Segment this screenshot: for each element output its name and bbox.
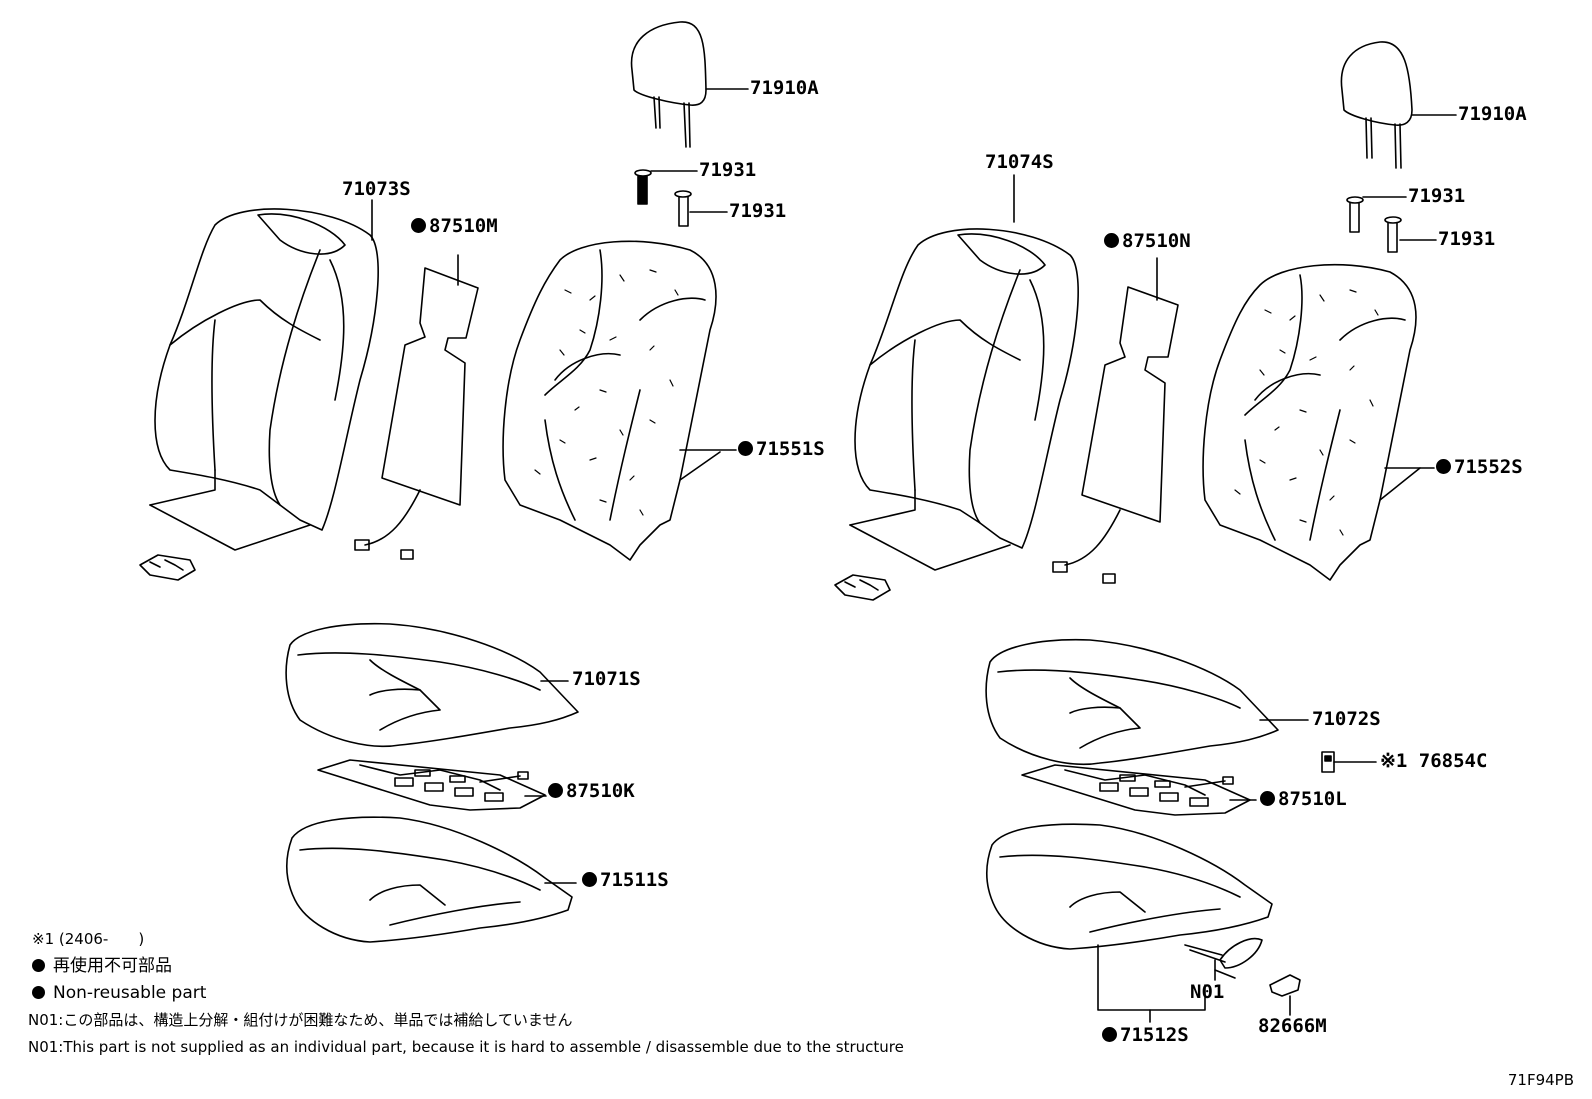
callout-back-heater-right: 87510N (1104, 232, 1191, 251)
cushion-pad-right-drawing (985, 823, 1273, 1023)
callout-back-heater-left: 87510M (411, 217, 498, 236)
non-reusable-dot (411, 218, 426, 233)
cushion-pad-left-drawing (285, 816, 577, 943)
non-reusable-dot (32, 959, 45, 972)
non-reusable-dot (548, 783, 563, 798)
non-reusable-dot (1436, 459, 1451, 474)
legend-note1: ※1 (2406- ) (32, 930, 145, 948)
non-reusable-dot (738, 441, 753, 456)
headrest-right-drawing (1340, 41, 1457, 169)
legend-non-reusable-jp: 再使用不可部品 (32, 958, 172, 975)
non-reusable-dot (1102, 1027, 1117, 1042)
cushion-cover-right-drawing (985, 638, 1309, 766)
callout-sensor-right: ※1 76854C (1380, 750, 1488, 772)
callout-cushion-pad-left: 71511S (582, 871, 669, 890)
non-reusable-dot (582, 872, 597, 887)
callout-support-right-1: 71931 (1408, 185, 1466, 207)
callout-headrest-left: 71910A (750, 77, 819, 99)
seatback-heater-right-drawing (1052, 257, 1179, 584)
bracket-left-drawing (139, 554, 196, 581)
clip-right-drawing (1269, 974, 1301, 1016)
callout-back-pad-left: 71551S (738, 440, 825, 459)
callout-cushion-cover-left: 71071S (572, 668, 641, 690)
legend-n01-en: N01:This part is not supplied as an indi… (28, 1038, 904, 1056)
seatback-pad-left-drawing (502, 240, 737, 561)
non-reusable-dot (1260, 791, 1275, 806)
callout-support-right-2: 71931 (1438, 228, 1496, 250)
cushion-heater-right-drawing (1021, 764, 1257, 816)
headrest-left-drawing (630, 21, 749, 148)
seatback-heater-left-drawing (354, 254, 479, 560)
seatback-cover-right-drawing (849, 174, 1079, 571)
n01-parts-right-drawing (1184, 938, 1263, 981)
callout-support-left-2: 71931 (729, 200, 787, 222)
seatback-pad-right-drawing (1202, 263, 1435, 581)
callout-back-pad-right: 71552S (1436, 458, 1523, 477)
callout-cushion-cover-right: 71072S (1312, 708, 1381, 730)
callout-support-left-1: 71931 (699, 159, 757, 181)
callout-clip-right: 82666M (1258, 1015, 1327, 1037)
headrest-supports-right-drawing (1346, 196, 1437, 253)
headrest-supports-left-drawing (634, 169, 728, 227)
callout-back-cover-left: 71073S (342, 178, 411, 200)
cushion-cover-left-drawing (285, 622, 579, 748)
callout-cushion-pad-right: 71512S (1102, 1026, 1189, 1045)
cushion-heater-left-drawing (317, 759, 547, 811)
callout-cushion-heater-left: 87510K (548, 782, 635, 801)
callout-headrest-right: 71910A (1458, 103, 1527, 125)
callout-n01: N01 (1190, 981, 1225, 1003)
seatback-cover-left-drawing (149, 199, 379, 551)
legend-n01-jp: N01:この部品は、構造上分解・組付けが困難なため、単品では補給していません (28, 1011, 573, 1029)
sensor-right-drawing (1321, 751, 1377, 773)
callout-back-cover-right: 71074S (985, 151, 1054, 173)
non-reusable-dot (1104, 233, 1119, 248)
legend-non-reusable-en: Non-reusable part (32, 985, 206, 1002)
diagram-code: 71F94PB (1507, 1071, 1574, 1089)
bracket-right-drawing (834, 574, 891, 601)
callout-cushion-heater-right: 87510L (1260, 790, 1347, 809)
non-reusable-dot (32, 986, 45, 999)
